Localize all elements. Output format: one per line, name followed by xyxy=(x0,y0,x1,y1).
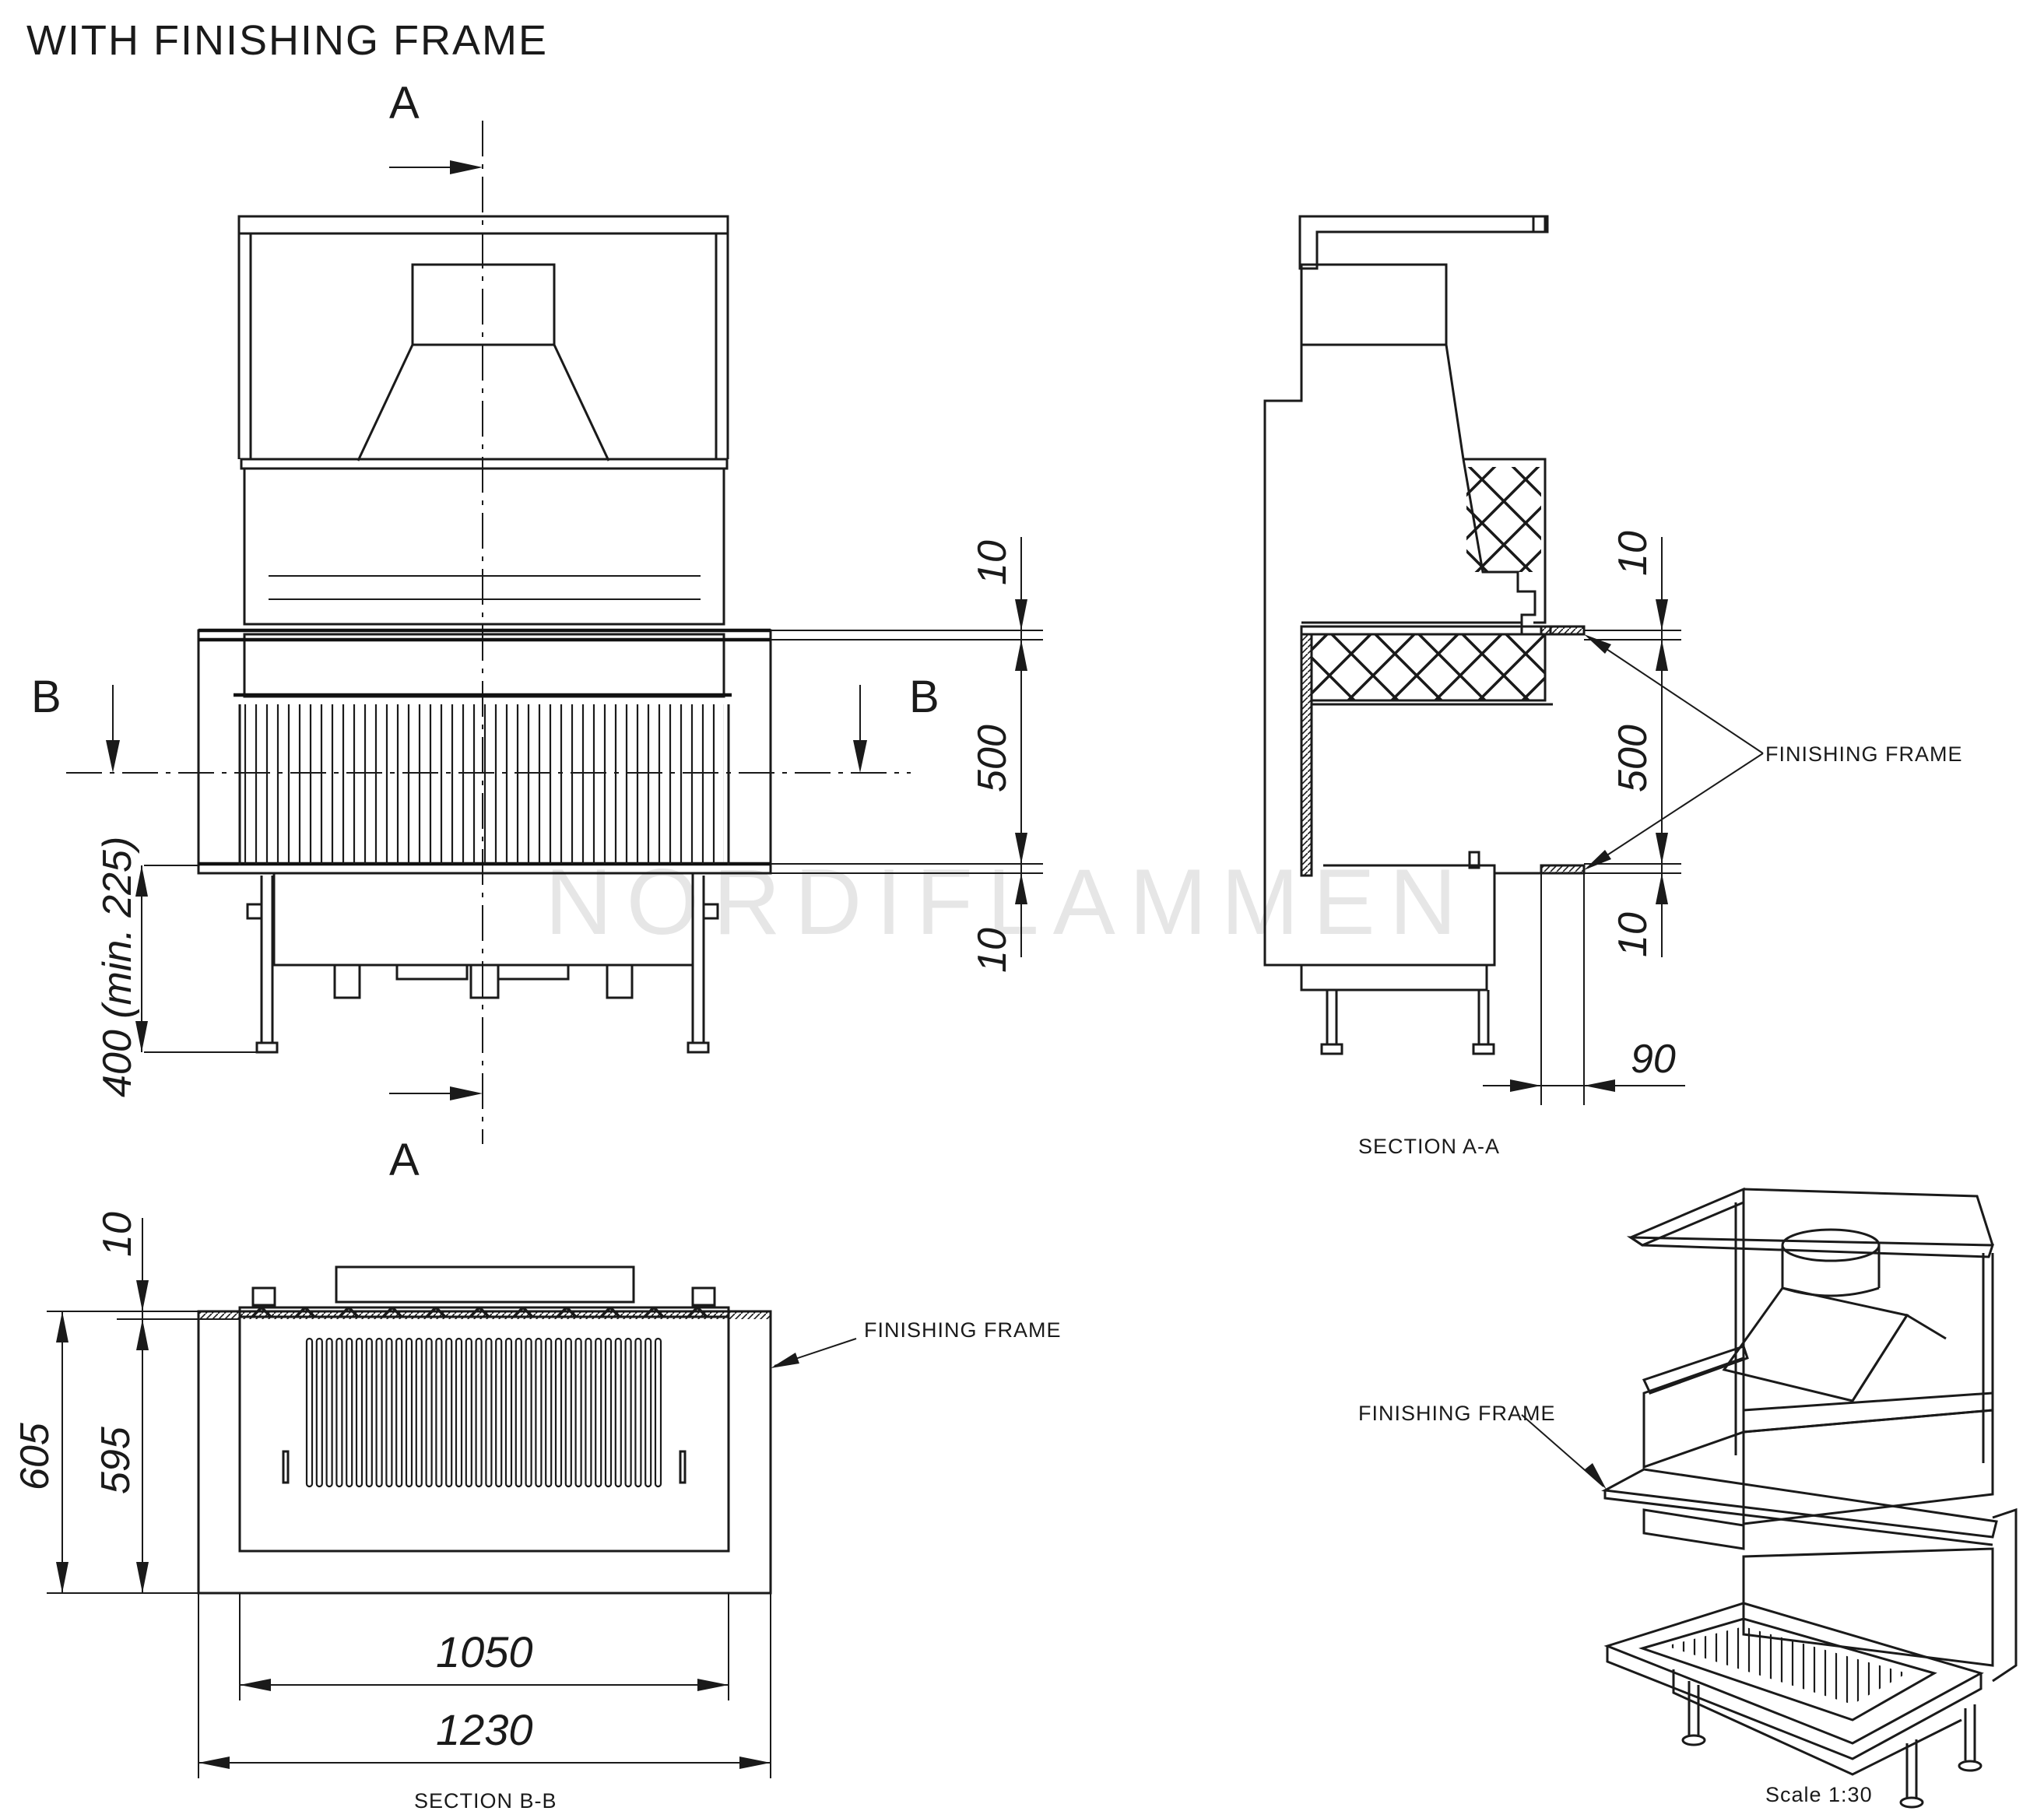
dim-aa-opening: 500 xyxy=(1610,725,1656,792)
grill-slot xyxy=(485,1337,493,1488)
grill-slot xyxy=(644,1337,652,1488)
grill-slot xyxy=(495,1337,503,1488)
dim-bb-inner-width: 1050 xyxy=(436,1627,533,1676)
grill-slot xyxy=(435,1337,443,1488)
grill-slot xyxy=(585,1337,592,1488)
grill-slot xyxy=(335,1337,343,1488)
label-finishing-frame-aa: FINISHING FRAME xyxy=(1765,742,1963,766)
grill-slot xyxy=(415,1337,423,1488)
grill-slot xyxy=(346,1337,353,1488)
grill-slot xyxy=(564,1337,572,1488)
label-finishing-frame-bb: FINISHING FRAME xyxy=(864,1318,1062,1342)
caption-section-aa: SECTION A-A xyxy=(1358,1135,1500,1158)
grill-slot xyxy=(355,1337,363,1488)
caption-section-bb: SECTION B-B xyxy=(414,1789,557,1813)
dim-front-opening: 500 xyxy=(970,725,1015,792)
grill-slot xyxy=(574,1337,582,1488)
section-aa-view: 10 500 10 90 FINISHING FRAME SECTION A-A xyxy=(1263,215,1963,1158)
grill-slot xyxy=(604,1337,613,1488)
dim-aa-top-gap: 10 xyxy=(1610,531,1656,576)
grill-slot xyxy=(595,1337,602,1488)
dim-bb-outer-width: 1230 xyxy=(436,1705,533,1754)
dim-front-top-gap: 10 xyxy=(970,540,1015,585)
grill-slot xyxy=(455,1337,463,1488)
grill-slot xyxy=(624,1337,632,1488)
isometric-view: FINISHING FRAME Scale 1:30 xyxy=(1358,1187,2018,1809)
section-mark-b-left: B xyxy=(31,672,61,722)
section-mark-a-bottom: A xyxy=(389,1135,420,1185)
grill-slot xyxy=(425,1337,433,1488)
dim-bb-top: 10 xyxy=(95,1212,140,1257)
grill-slot xyxy=(545,1337,553,1488)
dim-bb-outer-depth: 605 xyxy=(12,1422,58,1490)
grill-slot xyxy=(465,1337,472,1488)
grill-slot xyxy=(325,1337,333,1488)
dim-bb-inner-depth: 595 xyxy=(93,1426,139,1494)
grill-slot xyxy=(365,1337,373,1488)
grill-slot xyxy=(554,1337,563,1488)
grill-slot xyxy=(445,1337,453,1488)
dim-height-from-floor: 400 (min. 225) xyxy=(95,837,140,1097)
grill-slot xyxy=(395,1337,403,1488)
grill-slot xyxy=(315,1337,323,1488)
grill-slot xyxy=(475,1337,483,1488)
dim-aa-frame-depth: 90 xyxy=(1631,1037,1676,1082)
grill-slot xyxy=(654,1337,662,1488)
grill-slot xyxy=(634,1337,642,1488)
grill-slot xyxy=(405,1337,413,1488)
dim-front-bottom-gap: 10 xyxy=(970,928,1015,973)
drawing-title: WITH FINISHING FRAME xyxy=(26,17,548,64)
section-mark-b-right: B xyxy=(909,672,939,722)
scale-label: Scale 1:30 xyxy=(1765,1783,1873,1806)
dim-aa-bottom-gap: 10 xyxy=(1610,912,1656,957)
grill-slot xyxy=(614,1337,622,1488)
grill-slot xyxy=(504,1337,513,1488)
label-finishing-frame-iso: FINISHING FRAME xyxy=(1358,1402,1556,1425)
grill-slot xyxy=(305,1337,314,1488)
grill-slot xyxy=(525,1337,532,1488)
grill-slot xyxy=(515,1337,522,1488)
grill-slot xyxy=(375,1337,383,1488)
grill-slot xyxy=(385,1337,393,1488)
grill-slot xyxy=(535,1337,543,1488)
front-view: A A B B xyxy=(31,78,1043,1185)
section-bb-view: 10 605 595 1050 1230 FINISHING FRAME SEC… xyxy=(12,1212,1062,1813)
section-mark-a-top: A xyxy=(389,78,420,128)
